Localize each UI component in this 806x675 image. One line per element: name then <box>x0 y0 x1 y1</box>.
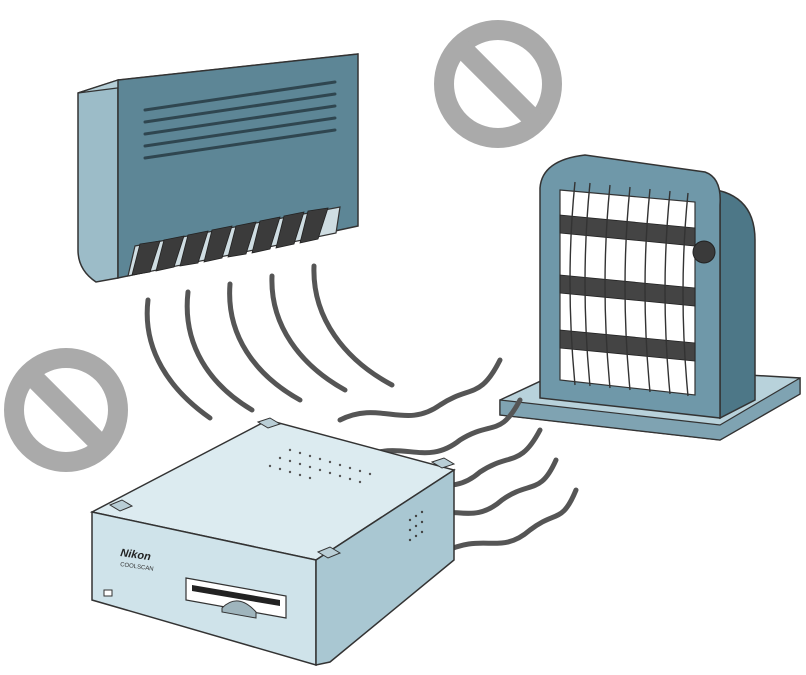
air-conditioner <box>77 53 359 283</box>
power-button <box>103 589 113 597</box>
film-scanner: Nikon COOLSCAN <box>89 417 456 666</box>
model-name: COOLSCAN <box>120 562 154 573</box>
prohibited-icon-left <box>4 348 128 472</box>
prohibited-icon-top <box>434 20 562 148</box>
brand-logo: Nikon <box>120 547 152 563</box>
space-heater <box>499 154 801 441</box>
airflow-lines <box>144 263 395 421</box>
